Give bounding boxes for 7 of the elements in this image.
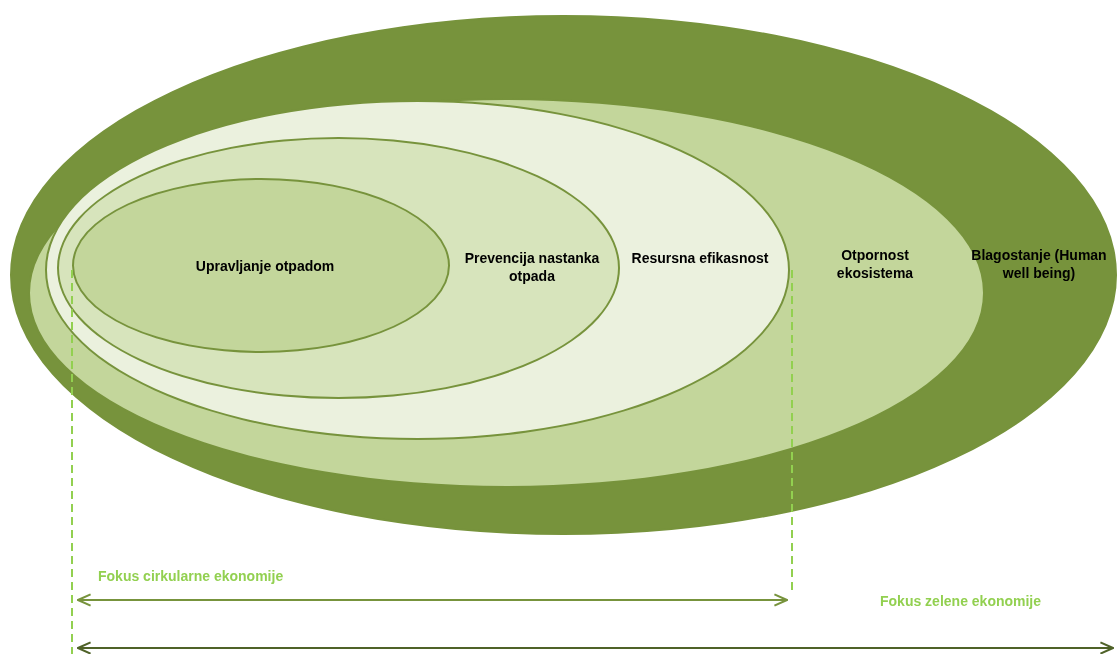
ellipse-label: Otpornost ekosistema	[835, 246, 915, 282]
dimension-label: Fokus zelene ekonomije	[880, 593, 1042, 609]
dimension-label: Fokus cirkularne ekonomije	[98, 568, 284, 584]
ellipse-label: Blagostanje (Human well being)	[970, 246, 1108, 282]
ellipse-label: Upravljanje otpadom	[194, 257, 336, 275]
ellipse-label: Resursna efikasnost	[630, 249, 770, 267]
ellipse-label: Prevencija nastanka otpada	[463, 249, 601, 285]
